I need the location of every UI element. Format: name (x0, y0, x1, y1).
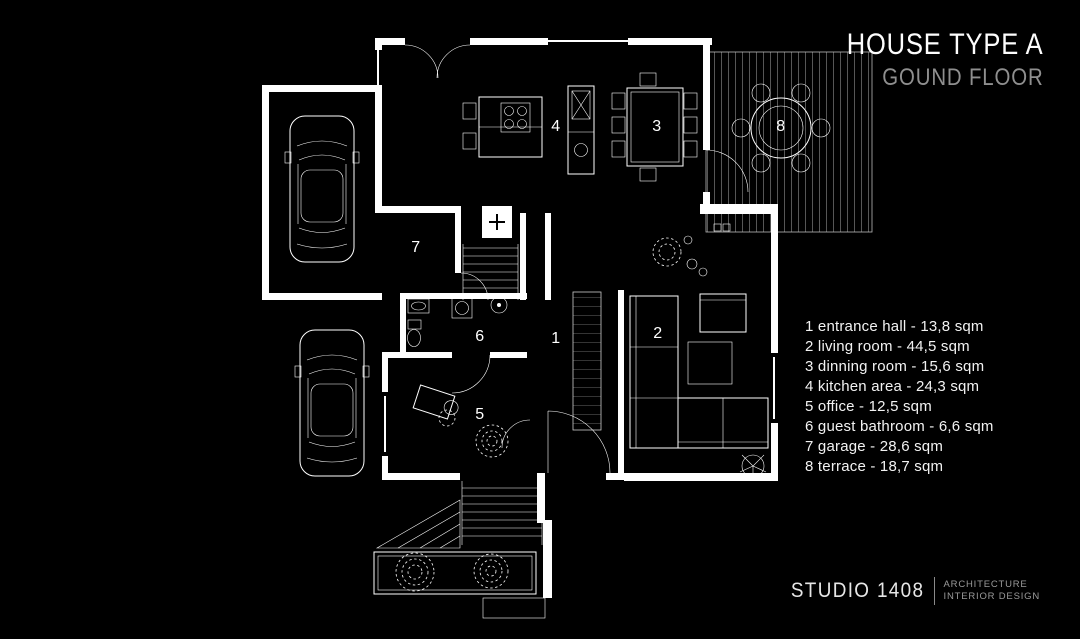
garage-car (284, 115, 360, 263)
light-switch-symbols (713, 223, 731, 232)
legend-item-kitchen-area: 4 kitchen area - 24,3 sqm (805, 378, 980, 395)
kitchen-island (462, 96, 543, 158)
terrace-table (731, 83, 831, 173)
room-label-terrace: 8 (776, 118, 786, 135)
tagline-line-architecture: ARCHITECTURE (943, 579, 1028, 590)
office-plant (475, 424, 509, 458)
room-label-garage: 7 (411, 239, 421, 256)
legend-item-dinning-room: 3 dinning room - 15,6 sqm (805, 358, 985, 375)
terrace-deck (705, 51, 873, 233)
legend-item-guest-bathroom: 6 guest bathroom - 6,6 sqm (805, 418, 994, 435)
room-label-guest-bathroom: 6 (475, 328, 485, 345)
legend-item-entrance-hall: 1 entrance hall - 13,8 sqm (805, 318, 984, 335)
studio-footer: STUDIO 1408 ARCHITECTURE INTERIOR DESIGN (776, 577, 1040, 605)
plan-header: HOUSE TYPE A GOUND FLOOR (812, 28, 1044, 92)
studio-tagline: ARCHITECTURE INTERIOR DESIGN (944, 579, 1040, 603)
page-title: HOUSE TYPE A (847, 28, 1044, 61)
footer-divider (933, 577, 935, 605)
office-desk (412, 384, 459, 420)
legend-item-living-room: 2 living room - 44,5 sqm (805, 338, 970, 355)
legend-item-office: 5 office - 12,5 sqm (805, 398, 932, 415)
kitchen-tall-unit (567, 85, 595, 175)
sofa-set (629, 293, 769, 449)
legend-item-terrace: 8 terrace - 18,7 sqm (805, 458, 944, 475)
room-label-dinning-room: 3 (652, 118, 662, 135)
stairs (462, 244, 519, 300)
planter-trees (373, 551, 537, 595)
room-legend: 1 entrance hall - 13,8 sqm 2 living room… (805, 317, 994, 477)
driveway-car (294, 329, 370, 477)
office-chair (438, 409, 456, 427)
room-label-kitchen-area: 4 (551, 118, 561, 135)
legend-item-garage: 7 garage - 28,6 sqm (805, 438, 944, 455)
page-subtitle: GOUND FLOOR (882, 64, 1044, 91)
ramp-hatch (375, 499, 461, 549)
tagline-line-interior-design: INTERIOR DESIGN (943, 591, 1040, 602)
entry-steps (461, 481, 546, 619)
living-plant (652, 235, 708, 277)
dining-table (611, 72, 698, 182)
door-arcs (404, 44, 749, 474)
room-label-living-room: 2 (653, 325, 663, 342)
studio-name: STUDIO 1408 (790, 579, 925, 602)
room-label-office: 5 (475, 406, 485, 423)
bathroom-fixtures (407, 296, 508, 347)
fireplace-block (482, 206, 512, 238)
room-label-entrance-hall: 1 (551, 330, 561, 347)
walls (262, 38, 778, 598)
hall-wardrobe (572, 291, 602, 431)
